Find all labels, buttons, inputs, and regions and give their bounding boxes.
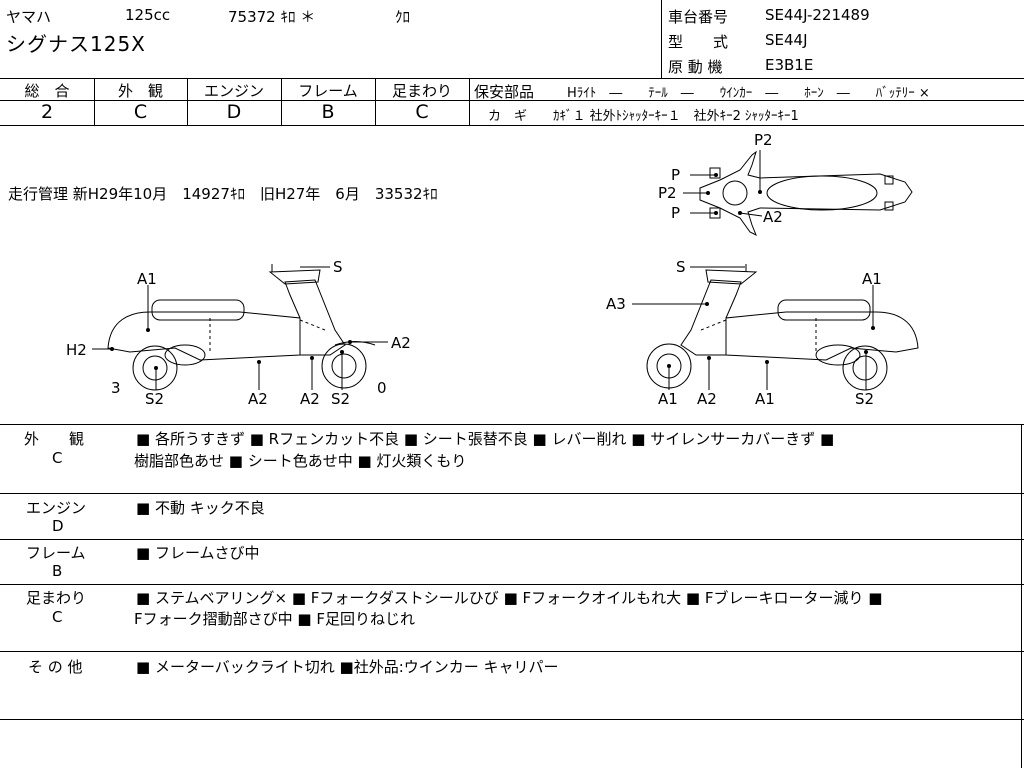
label-top-p2: P2	[658, 184, 677, 202]
remark-frame-label: フレーム	[26, 544, 86, 562]
exterior-grade: C	[133, 101, 148, 123]
grid-line	[0, 584, 1024, 585]
overall-grade-label: 総 合	[24, 82, 70, 100]
label-right-a1-bottom2: A1	[755, 390, 775, 408]
grid-line	[375, 78, 376, 125]
top-view-diagram	[683, 150, 913, 237]
model-name: シグナス125X	[6, 32, 146, 56]
label-right-a1-bottom: A1	[658, 390, 678, 408]
frame-no-label: 車台番号	[668, 8, 729, 26]
grid-line	[0, 651, 1024, 652]
scooter-diagrams: P2 P P2 P A2 A1 S H2 A2 3 0 S2 A2 A2 S2 …	[66, 131, 919, 408]
grid-line	[0, 100, 94, 101]
grid-line	[469, 78, 470, 125]
label-top-a2: A2	[763, 208, 783, 226]
label-left-s2-rear: S2	[145, 390, 164, 408]
grid-line	[187, 78, 188, 125]
chassis-grade-label: 足まわり	[391, 82, 452, 100]
label-right-a3: A3	[606, 295, 626, 313]
label-left-h2: H2	[66, 341, 87, 359]
remark-other-line1: ■ メーターバックライト切れ ■社外品:ウインカー キャリパー	[136, 658, 559, 676]
remark-engine-label: エンジン	[26, 499, 87, 517]
label-left-0: 0	[377, 379, 387, 397]
label-top-p-b: P	[671, 204, 680, 222]
maker: ヤマハ	[6, 8, 52, 26]
grid-line	[281, 78, 282, 125]
grid-line	[0, 539, 1024, 540]
frame-no: SE44J-221489	[765, 6, 870, 24]
frame-grade: B	[321, 101, 335, 123]
remark-frame-grade: B	[52, 562, 63, 580]
label-top-p: P	[671, 166, 680, 184]
label-left-a2-bottom2: A2	[300, 390, 320, 408]
keys-row: カ ギ ｶｷﾞ１ 社外ﾄｼｬｯﾀｰｷｰ１ 社外ｷｰ2 ｼｬｯﾀｰｷｰ1	[488, 109, 799, 124]
remark-other-label: そ の 他	[28, 658, 83, 676]
remark-exterior-line2: 樹脂部色あせ ■ シート色あせ中 ■ 灯火類くもり	[134, 452, 467, 470]
safety-parts-row1: Hﾗｲﾄ ― ﾃｰﾙ ― ｳｲﾝｶｰ ― ﾎｰﾝ ― ﾊﾞｯﾃﾘｰ ×	[567, 86, 930, 101]
color: ｸﾛ	[395, 8, 411, 26]
grid-line	[94, 78, 95, 125]
remark-exterior-line1: ■ 各所うすきず ■ Rフェンカット不良 ■ シート張替不良 ■ レバー削れ ■…	[136, 430, 835, 448]
grid-line	[0, 424, 1024, 425]
label-right-a2-bottom: A2	[697, 390, 717, 408]
remark-exterior-label: 外 観	[24, 430, 85, 448]
remark-engine-line1: ■ 不動 キック不良	[136, 499, 265, 517]
right-side-diagram	[632, 264, 919, 391]
label-left-s: S	[333, 258, 343, 276]
engine-no-label: 原 動 機	[668, 58, 723, 76]
chassis-grade: C	[415, 101, 429, 123]
engine-grade: D	[226, 101, 242, 123]
remark-exterior-grade: C	[52, 449, 63, 467]
remark-frame-line1: ■ フレームさび中	[136, 544, 260, 562]
label-left-a1: A1	[137, 270, 157, 288]
frame-grade-label: フレーム	[298, 82, 358, 100]
remark-engine-grade: D	[52, 517, 64, 535]
label-left-a2-front: A2	[391, 334, 411, 352]
remark-chassis-label: 足まわり	[26, 589, 87, 607]
type-no: SE44J	[765, 31, 808, 49]
safety-parts-label: 保安部品	[474, 83, 535, 101]
remark-chassis-line1: ■ ステムベアリング× ■ Fフォークダストシールひび ■ Fフォークオイルもれ…	[136, 589, 883, 607]
grid-line	[0, 78, 1024, 79]
type-label: 型 式	[668, 33, 729, 51]
label-left-a2-bottom: A2	[248, 390, 268, 408]
header-divider	[661, 0, 662, 78]
engine-no: E3B1E	[765, 56, 814, 74]
label-right-s2: S2	[855, 390, 874, 408]
grid-line	[0, 493, 1024, 494]
left-side-diagram	[92, 264, 388, 391]
displacement: 125cc	[125, 6, 171, 24]
label-top-p2-a: P2	[754, 131, 773, 149]
label-left-3: 3	[111, 379, 121, 397]
label-right-s: S	[676, 258, 686, 276]
grid-line	[1021, 424, 1022, 768]
mileage-record: 走行管理 新H29年10月 14927ｷﾛ 旧H27年 6月 33532ｷﾛ	[8, 185, 438, 203]
label-right-a1: A1	[862, 270, 882, 288]
grid-line	[0, 125, 1024, 126]
exterior-grade-label: 外 観	[117, 82, 163, 100]
remark-chassis-grade: C	[52, 608, 63, 626]
remark-chassis-line2: Fフォーク摺動部さび中 ■ F足回りねじれ	[134, 610, 415, 628]
lot-mileage: 75372 ｷﾛ ＊	[228, 8, 316, 26]
overall-grade: 2	[40, 101, 54, 123]
grid-line	[0, 719, 1024, 720]
label-left-s2-front: S2	[331, 390, 350, 408]
grid-line	[469, 100, 1024, 101]
engine-grade-label: エンジン	[203, 82, 264, 100]
